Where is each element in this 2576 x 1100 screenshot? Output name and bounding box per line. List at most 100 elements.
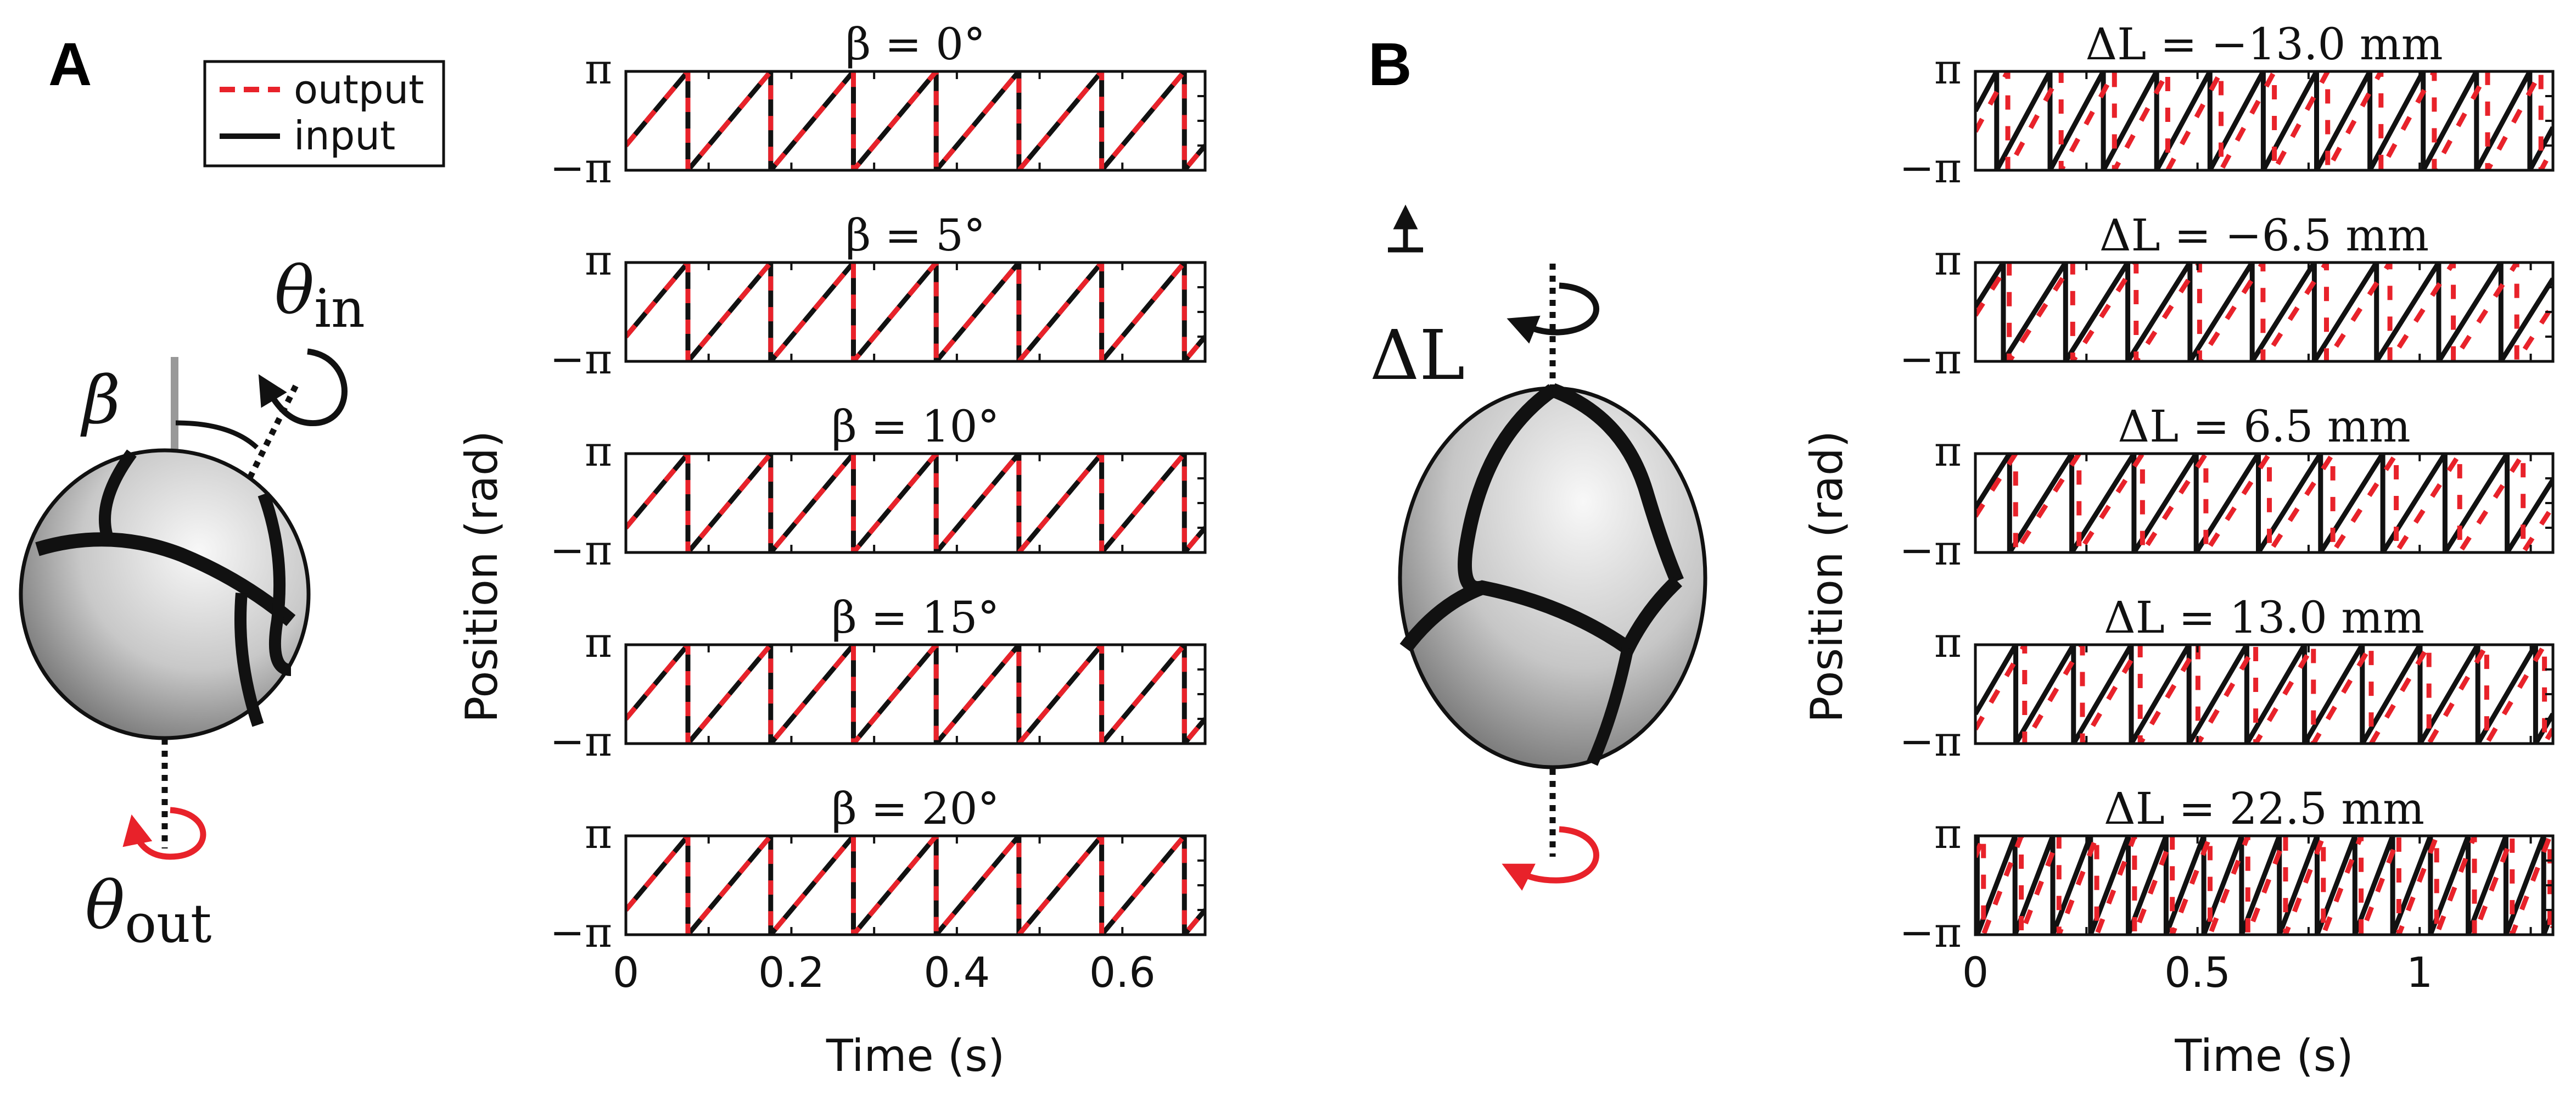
beta-angle-arc: [175, 420, 259, 450]
input-rotation-arrow-icon: [258, 348, 348, 426]
panel-a-subplot-1: β = 0° π −π: [550, 19, 1207, 192]
panel-a-subplot-1-title: β = 0°: [845, 19, 985, 70]
panel-a-xtick-label: 0.4: [923, 948, 990, 997]
panel-b-subplot-5-output-series: [1975, 836, 2553, 935]
illustration-a: β θin θout: [19, 253, 365, 954]
panel-b-subplot-1: ΔL = −13.0 mm π −π: [1899, 19, 2555, 192]
panel-a-ylabel: Position (rad): [456, 431, 507, 723]
sphere-seam-1: [35, 532, 296, 626]
legend-input-label: input: [294, 113, 395, 159]
panel-b-subplot-3: ΔL = 6.5 mm π −π: [1899, 401, 2555, 574]
panel-b-plots: Position (rad) Time (s) ΔL = −13.0 mmπ−π…: [1801, 19, 2555, 1081]
input-axis-dotted: [247, 383, 299, 479]
panel-b-subplot-5-ytick-bottom: −π: [1899, 908, 1962, 957]
output-rotation-arrow-icon: [1502, 826, 1599, 891]
sphere-icon: [19, 448, 311, 740]
panel-b-subplot-2-title: ΔL = −6.5 mm: [2099, 210, 2429, 261]
panel-a-subplot-4-frame: [624, 643, 1207, 745]
panel-a-subplot-4-input-series: [626, 645, 1205, 744]
panel-a-xlabel: Time (s): [826, 1030, 1005, 1081]
theta-in-label: θin: [275, 253, 365, 339]
panel-a-subplot-1-input-series: [626, 71, 1205, 170]
panel-a-subplot-1-frame: [624, 70, 1207, 172]
input-rotation-arrow-icon: [1507, 282, 1599, 344]
panel-a-subplot-2-output-series: [626, 263, 1205, 361]
panel-b-subplot-3-ytick-top: π: [1934, 427, 1962, 476]
delta-l-label: ΔL: [1370, 316, 1465, 395]
panel-b-subplot-2: ΔL = −6.5 mm π −π: [1899, 210, 2555, 383]
panel-a-subplot-3-ytick-top: π: [585, 427, 612, 476]
panel-a-subplot-3-title: β = 10°: [832, 401, 1000, 452]
ellipsoid-seam-3: [1399, 576, 1682, 659]
panel-b-subplot-2-ytick-bottom: −π: [1899, 334, 1962, 383]
legend-box: [203, 60, 445, 167]
panel-a-subplot-2-ytick-bottom: −π: [550, 334, 612, 383]
panel-a-subplot-1-output-series: [626, 71, 1205, 170]
ellipsoid-icon: [1398, 386, 1707, 769]
sphere-seam-2: [99, 449, 137, 546]
panel-b-subplot-1-output-series: [1975, 71, 2553, 170]
panel-b-subplot-2-ytick-top: π: [1934, 236, 1962, 284]
panel-a-plots: Position (rad) Time (s) β = 0° π −π β = 5° π…: [456, 19, 1207, 1081]
panel-a-subplot-3-frame: [624, 452, 1207, 554]
panel-a-subplot-3-ytick-bottom: −π: [550, 526, 612, 574]
panel-a-subplot-5-ytick-bottom: −π: [550, 908, 612, 957]
illustration-b: ΔL: [1370, 204, 1707, 891]
panel-b-subplot-3-output-series: [1975, 454, 2553, 552]
panel-a-subplot-3-output-series: [626, 454, 1205, 552]
panel-b-subplot-5-input-series: [1975, 836, 2553, 935]
panel-b-subplot-1-ytick-bottom: −π: [1899, 143, 1962, 192]
panel-a-xtick-label: 0.2: [758, 948, 825, 997]
panel-a-subplot-4-ytick-bottom: −π: [550, 717, 612, 766]
panel-b-subplot-1-title: ΔL = −13.0 mm: [2085, 19, 2443, 70]
panel-b-subplot-5-title: ΔL = 22.5 mm: [2104, 783, 2424, 834]
panel-b-subplot-2-input-series: [1975, 263, 2553, 361]
panel-b-subplot-4-ytick-top: π: [1934, 618, 1962, 667]
panel-a-subplot-5-output-series: [626, 836, 1205, 935]
panel-b-xlabel: Time (s): [2174, 1030, 2353, 1081]
ellipsoid-seam-2: [1550, 383, 1684, 584]
theta-out-label: θout: [85, 868, 211, 954]
panel-b-xtick-label: 0.5: [2164, 948, 2231, 997]
panel-b-subplot-4-output-series: [1975, 645, 2553, 744]
panel-a-subplot-2-frame: [624, 261, 1207, 363]
panel-a-subplot-5: β = 20° π −π: [550, 783, 1207, 957]
sphere-seam-4: [234, 593, 264, 727]
panel-a-subplot-5-title: β = 20°: [832, 783, 1000, 834]
panel-a-subplot-4: β = 15° π −π: [550, 592, 1207, 766]
panel-a-subplot-2-title: β = 5°: [845, 210, 985, 261]
legend: output input: [203, 60, 445, 167]
panel-a-subplot-1-ytick-top: π: [585, 44, 612, 93]
panel-b-subplot-4-input-series: [1975, 645, 2553, 744]
panel-a-subplot-1-ytick-bottom: −π: [550, 143, 612, 192]
panel-a-subplot-4-output-series: [626, 645, 1205, 744]
panel-b-subplot-3-input-series: [1975, 454, 2553, 552]
panel-b-subplot-5: ΔL = 22.5 mm π −π: [1899, 783, 2555, 957]
panel-a-subplot-4-title: β = 15°: [832, 592, 1000, 643]
panel-a-subplot-5-frame: [624, 834, 1207, 936]
panel-a-subplot-5-ytick-top: π: [585, 809, 612, 858]
panel-a-subplot-2: β = 5° π −π: [550, 210, 1207, 383]
panel-a-xtick-label: 0.6: [1089, 948, 1156, 997]
panel-a-label: A: [48, 31, 92, 98]
panel-a-subplot-3-input-series: [626, 454, 1205, 552]
panel-b-subplot-1-ytick-top: π: [1934, 44, 1962, 93]
ellipsoid-seam-1: [1458, 384, 1557, 596]
panel-a-xtick-label: 0: [613, 948, 639, 997]
panel-b-subplot-3-title: ΔL = 6.5 mm: [2118, 401, 2410, 452]
panel-b-xtick-label: 0: [1962, 948, 1989, 997]
panel-b-subplot-4-title: ΔL = 13.0 mm: [2104, 592, 2424, 643]
panel-a-subplot-4-ytick-top: π: [585, 618, 612, 667]
panel-a-subplot-5-input-series: [626, 836, 1205, 935]
panel-a-subplot-2-input-series: [626, 263, 1205, 361]
panel-a-subplot-2-ytick-top: π: [585, 236, 612, 284]
panel-b-subplot-4: ΔL = 13.0 mmπ−π: [1899, 592, 2555, 766]
panel-b-label: B: [1368, 31, 1412, 98]
ellipsoid-seam-4: [1586, 646, 1634, 766]
panel-b-subplot-3-ytick-bottom: −π: [1899, 526, 1962, 574]
panel-b-xtick-label: 1: [2406, 948, 2433, 997]
legend-output-label: output: [294, 66, 424, 113]
panel-b-subplot-5-ytick-top: π: [1934, 809, 1962, 858]
output-rotation-arrow-icon: [122, 807, 206, 860]
